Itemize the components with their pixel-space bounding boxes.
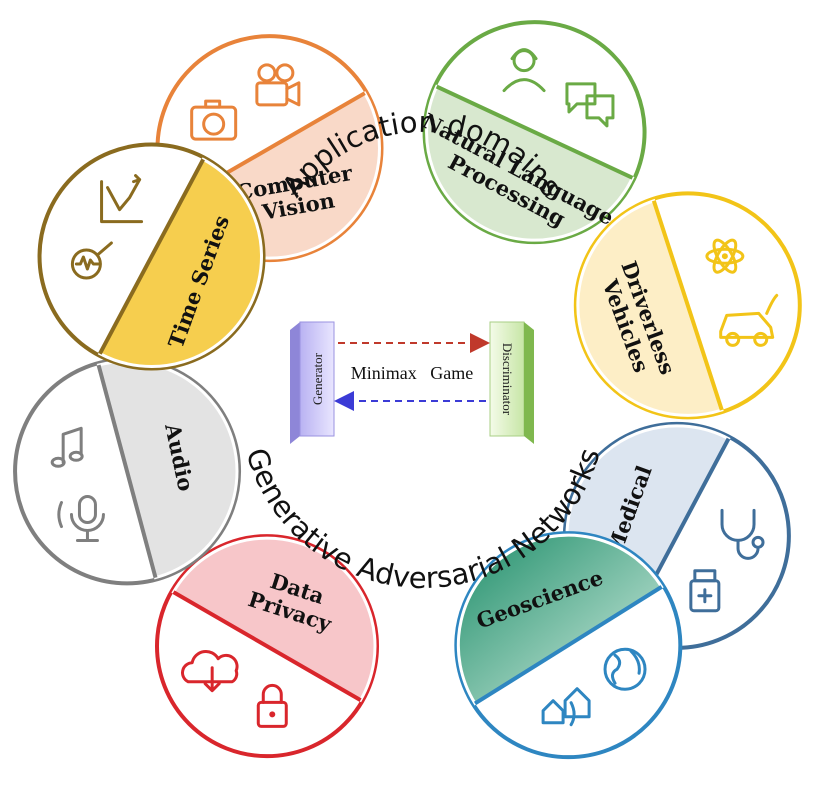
petal-label-band — [97, 157, 263, 368]
domain-petal-time-series: Time Series — [37, 142, 266, 371]
generator-box: Generator — [290, 321, 335, 444]
discriminator-box: Discriminator — [489, 321, 534, 444]
center-hub: Application domains Generative Adversari… — [239, 105, 606, 595]
globe-icon — [603, 647, 647, 691]
domain-petal-nlp: Natural LanguageProcessing — [418, 20, 647, 245]
video-camera-icon — [255, 63, 301, 107]
medicine-bottle-icon — [689, 569, 721, 613]
microphone-icon — [57, 495, 105, 543]
generator-label: Generator — [310, 352, 325, 405]
atom-icon — [705, 238, 745, 274]
petal-label-band — [456, 533, 664, 706]
petal-label-band — [425, 84, 635, 242]
camera-icon — [190, 99, 238, 141]
discriminator-label: Discriminator — [500, 343, 515, 416]
petal-divider — [435, 84, 634, 180]
electric-car-icon — [719, 293, 779, 347]
headset-person-icon — [502, 48, 546, 93]
domain-petal-geoscience: Geoscience — [454, 531, 683, 760]
petal-label-band — [576, 198, 724, 417]
cloud-download-icon — [181, 649, 239, 693]
petal-divider — [172, 590, 362, 702]
domain-petal-data-privacy: DataPrivacy — [155, 534, 379, 759]
petal-label-band — [171, 536, 377, 703]
magnifier-wave-icon — [70, 241, 113, 280]
petal-divider — [473, 585, 663, 706]
domain-petal-audio: Audio — [13, 357, 242, 586]
trend-chart-icon — [100, 174, 144, 224]
houses-icon — [541, 687, 591, 727]
petal-divider — [96, 364, 158, 579]
chat-bubbles-icon — [565, 82, 615, 128]
domain-petal-driverless-vehicles: DriverlessVehicles — [573, 191, 802, 420]
minimax-game-label: Minimax Game — [351, 363, 473, 383]
stethoscope-icon — [720, 508, 765, 560]
padlock-icon — [256, 683, 288, 728]
petal-divider — [98, 158, 205, 355]
petal-divider — [651, 200, 724, 411]
music-note-icon — [50, 426, 84, 468]
